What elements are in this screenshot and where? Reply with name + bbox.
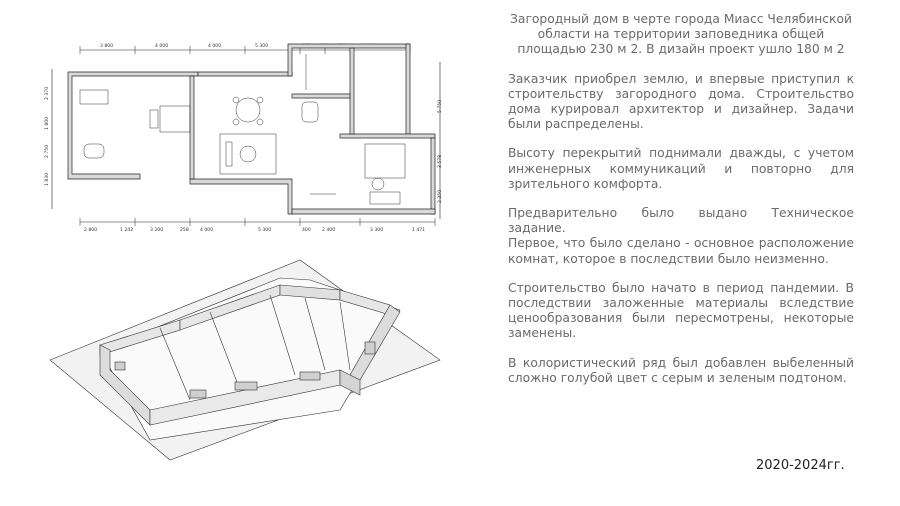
description-paragraph: В колористический ряд был добавлен выбел… bbox=[508, 355, 854, 385]
axonometric-house-drawing bbox=[49, 259, 441, 461]
svg-text:4 000: 4 000 bbox=[155, 43, 168, 49]
svg-text:3 800: 3 800 bbox=[100, 43, 113, 49]
svg-text:2 750: 2 750 bbox=[44, 145, 50, 158]
project-description: Загородный дом в черте города Миасс Челя… bbox=[508, 12, 854, 400]
svg-text:3 300: 3 300 bbox=[370, 227, 383, 233]
floor-plan-drawing: 3 800 4 000 4 000 5 300 870 970 270 2 60… bbox=[44, 43, 443, 233]
svg-text:1 242: 1 242 bbox=[120, 227, 133, 233]
svg-text:5 300: 5 300 bbox=[258, 227, 271, 233]
svg-text:1 830: 1 830 bbox=[44, 173, 50, 186]
svg-text:1 471: 1 471 bbox=[412, 227, 425, 233]
description-paragraph: Предварительно было выдано Техническое з… bbox=[508, 206, 854, 236]
description-paragraph: Загородный дом в черте города Миасс Челя… bbox=[510, 12, 852, 57]
description-paragraph: Заказчик приобрел землю, и впервые прист… bbox=[508, 71, 854, 132]
svg-text:2 370: 2 370 bbox=[44, 87, 50, 100]
project-years: 2020-2024гг. bbox=[756, 458, 845, 473]
svg-text:5 750: 5 750 bbox=[437, 100, 443, 113]
svg-text:258: 258 bbox=[180, 227, 189, 233]
svg-text:3 578: 3 578 bbox=[437, 155, 443, 168]
svg-text:2 400: 2 400 bbox=[322, 227, 335, 233]
svg-text:4 000: 4 000 bbox=[208, 43, 221, 49]
svg-text:1 800: 1 800 bbox=[44, 117, 50, 130]
svg-text:2 250: 2 250 bbox=[437, 190, 443, 203]
svg-text:5 300: 5 300 bbox=[255, 43, 268, 49]
description-paragraph: Высоту перекрытий поднимали дважды, с уч… bbox=[508, 146, 854, 191]
svg-text:400: 400 bbox=[302, 227, 311, 233]
svg-text:2 800: 2 800 bbox=[84, 227, 97, 233]
description-paragraph: Первое, что было сделано - основное расп… bbox=[508, 236, 854, 266]
description-paragraph: Строительство было начато в период панде… bbox=[508, 280, 854, 341]
svg-text:4 000: 4 000 bbox=[200, 227, 213, 233]
svg-text:3 200: 3 200 bbox=[150, 227, 163, 233]
